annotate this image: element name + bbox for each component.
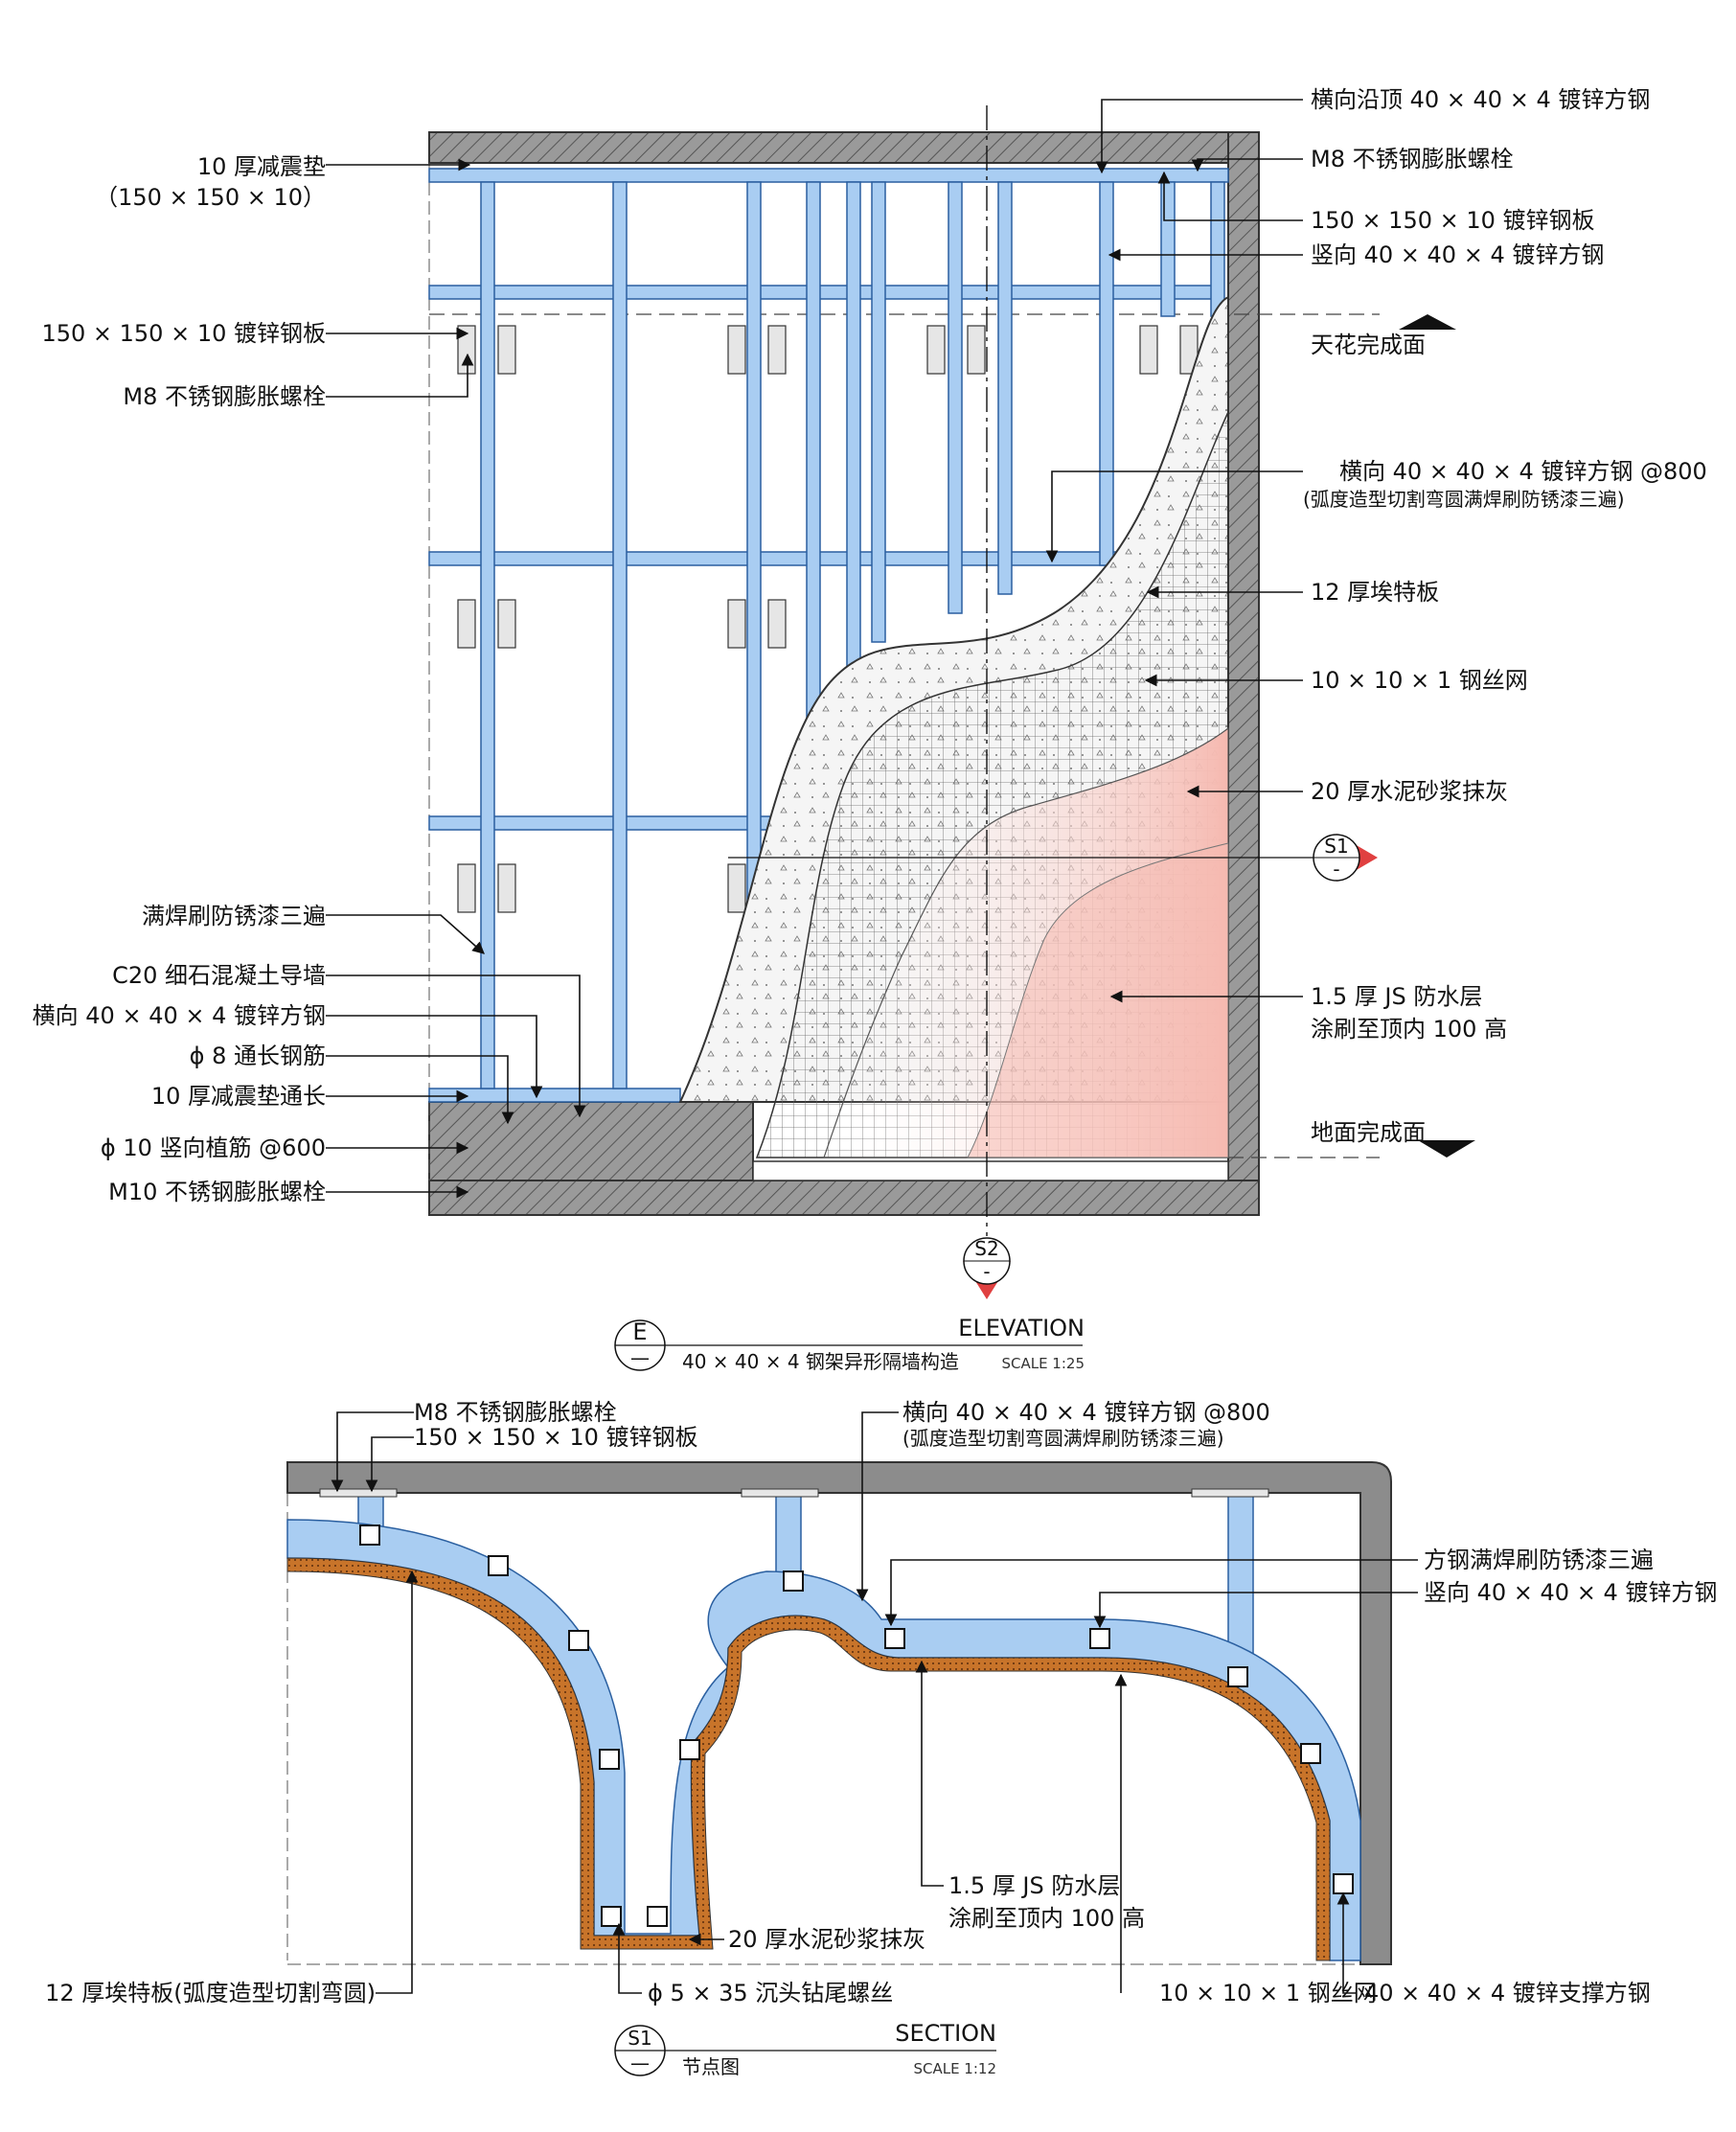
label-right-steel-plate: 150 × 150 × 10 镀锌钢板 <box>1311 207 1595 234</box>
label-phi10-rebar: ϕ 10 竖向植筋 @600 <box>101 1135 326 1161</box>
top-steel-tube <box>428 168 1229 183</box>
label-floor-finish: 地面完成面 <box>1311 1119 1426 1146</box>
section-slab <box>286 1461 1392 1965</box>
section-label-eterboard: 12 厚埃特板(弧度造型切割弯圆) <box>45 1980 376 2006</box>
section-label-curved-steel: 横向 40 × 40 × 4 镀锌方钢 @800 <box>902 1399 1270 1426</box>
elevation-title-block: E — ELEVATION 40 × 40 × 4 钢架异形隔墙构造 SCALE… <box>614 1315 1085 1373</box>
label-damping-pad-long: 10 厚减震垫通长 <box>151 1083 326 1110</box>
label-weld-paint: 满焊刷防锈漆三遍 <box>142 903 326 929</box>
guide-wall <box>428 1101 754 1181</box>
steel-rail-2 <box>428 551 1158 566</box>
bottom-steel-rail <box>428 1088 681 1103</box>
steel-rail-1 <box>428 285 1216 300</box>
label-curved-steel-note: (弧度造型切割弯圆满焊刷防锈漆三遍) <box>1303 488 1625 511</box>
section-label-m8-bolt: M8 不锈钢膨胀螺栓 <box>414 1399 617 1426</box>
section-label-js-waterproof-note: 涂刷至顶内 100 高 <box>948 1905 1145 1932</box>
label-m10-bolt: M10 不锈钢膨胀螺栓 <box>108 1179 326 1205</box>
label-m8-bolt: M8 不锈钢膨胀螺栓 <box>123 383 326 410</box>
label-damping-pad-size: （150 × 150 × 10） <box>95 184 326 211</box>
elevation-right-leaders <box>1045 99 1303 1003</box>
section-label-curved-steel-note: (弧度造型切割弯圆满焊刷防锈漆三遍) <box>902 1427 1224 1450</box>
section-square-tubes <box>359 1524 1354 1927</box>
label-js-waterproof-note: 涂刷至顶内 100 高 <box>1311 1016 1507 1043</box>
label-phi8-rebar: ϕ 8 通长钢筋 <box>190 1043 326 1069</box>
section-label-steel-mesh: 10 × 10 × 1 钢丝网 <box>1159 1980 1377 2006</box>
vertical-steel-tubes <box>480 181 1225 1089</box>
label-right-m8-bolt: M8 不锈钢膨胀螺栓 <box>1311 146 1514 172</box>
label-damping-pad: 10 厚减震垫 <box>197 153 326 180</box>
section-title-cn: 节点图 <box>682 2055 740 2078</box>
label-steel-plate: 150 × 150 × 10 镀锌钢板 <box>41 320 326 347</box>
section-drawing: M8 不锈钢膨胀螺栓 150 × 150 × 10 镀锌钢板 横向 40 × 4… <box>45 1399 1717 2078</box>
section-label-weld-paint: 方钢满焊刷防锈漆三遍 <box>1424 1547 1654 1573</box>
section-symbol: S1 <box>628 2027 651 2050</box>
section-title-block: S1 — SECTION 节点图 SCALE 1:12 <box>614 2020 996 2078</box>
label-cement-mortar: 20 厚水泥砂浆抹灰 <box>1311 778 1508 805</box>
right-wall <box>1227 131 1260 1216</box>
section-label-screw: ϕ 5 × 35 沉头钻尾螺丝 <box>648 1980 893 2006</box>
elevation-left-leaders <box>326 158 586 1199</box>
label-ceiling-finish: 天花完成面 <box>1311 332 1426 358</box>
section-leaders <box>331 1411 1418 1994</box>
label-eterboard: 12 厚埃特板 <box>1311 579 1439 606</box>
section-mortar-band <box>286 1557 1331 1961</box>
label-c20-guide-wall: C20 细石混凝土导墙 <box>112 962 326 989</box>
section-scale: SCALE 1:12 <box>913 2060 996 2077</box>
ceiling-level-marker <box>1399 314 1456 330</box>
section-label-support-steel: 40 × 40 × 4 镀锌支撑方钢 <box>1364 1980 1651 2006</box>
s2-marker-label: S2 <box>974 1237 998 1260</box>
svg-text:-: - <box>1333 858 1339 881</box>
section-label-steel-plate: 150 × 150 × 10 镀锌钢板 <box>414 1424 698 1451</box>
label-curved-steel: 横向 40 × 40 × 4 镀锌方钢 @800 <box>1339 458 1707 485</box>
section-label-js-waterproof: 1.5 厚 JS 防水层 <box>948 1872 1120 1899</box>
elevation-scale: SCALE 1:25 <box>1001 1355 1085 1372</box>
floor-level-marker <box>1418 1140 1475 1158</box>
svg-text:—: — <box>630 2052 650 2075</box>
label-vertical-steel: 竖向 40 × 40 × 4 镀锌方钢 <box>1311 241 1604 268</box>
label-js-waterproof: 1.5 厚 JS 防水层 <box>1311 983 1482 1010</box>
label-top-steel: 横向沿顶 40 × 40 × 4 镀锌方钢 <box>1311 86 1650 113</box>
s1-marker-label: S1 <box>1324 835 1348 858</box>
elevation-symbol: E <box>632 1318 647 1345</box>
label-steel-mesh: 10 × 10 × 1 钢丝网 <box>1311 667 1528 694</box>
elevation-drawing: S1 - S2 - 10 厚减震垫 （150 × <box>33 86 1707 1373</box>
svg-text:—: — <box>630 1346 650 1369</box>
section-label-cement-mortar: 20 厚水泥砂浆抹灰 <box>728 1926 925 1953</box>
section-marker-s1: S1 - <box>728 834 1378 882</box>
ceiling-slab <box>428 131 1260 164</box>
svg-text:-: - <box>983 1260 990 1283</box>
section-label-vertical-steel: 竖向 40 × 40 × 4 镀锌方钢 <box>1424 1579 1717 1606</box>
floor-slab <box>428 1180 1260 1216</box>
elevation-title-en: ELEVATION <box>958 1315 1085 1341</box>
waterproof-layer <box>967 842 1229 1158</box>
section-marker-s2: S2 - <box>963 1237 1011 1299</box>
label-horizontal-steel: 横向 40 × 40 × 4 镀锌方钢 <box>33 1002 326 1029</box>
section-title-en: SECTION <box>895 2020 996 2047</box>
elevation-title-cn: 40 × 40 × 4 钢架异形隔墙构造 <box>682 1350 959 1373</box>
